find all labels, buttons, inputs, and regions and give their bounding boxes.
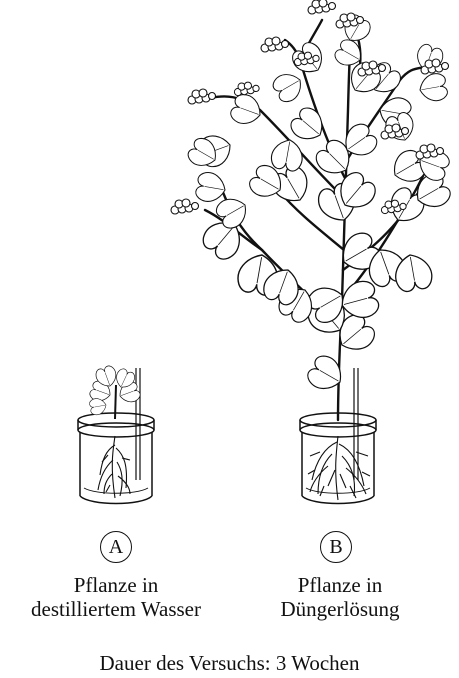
plant-b-label: B	[320, 531, 352, 563]
roots-a	[98, 436, 130, 498]
plant-b-caption: Pflanze in Düngerlösung	[250, 573, 430, 621]
plant-b	[171, 0, 454, 504]
plant-a-label: A	[100, 531, 132, 563]
plant-b-caption-line1: Pflanze in	[250, 573, 430, 597]
plant-a	[78, 364, 154, 503]
plant-a-caption-line2: destilliertem Wasser	[0, 597, 232, 621]
duration-text: Dauer des Versuchs: 3 Wochen	[0, 651, 459, 675]
plant-a-caption-line1: Pflanze in	[0, 573, 232, 597]
plant-b-caption-line2: Düngerlösung	[250, 597, 430, 621]
roots-b	[308, 436, 370, 500]
plant-a-caption: Pflanze in destilliertem Wasser	[0, 573, 232, 621]
jar-a	[78, 413, 154, 504]
